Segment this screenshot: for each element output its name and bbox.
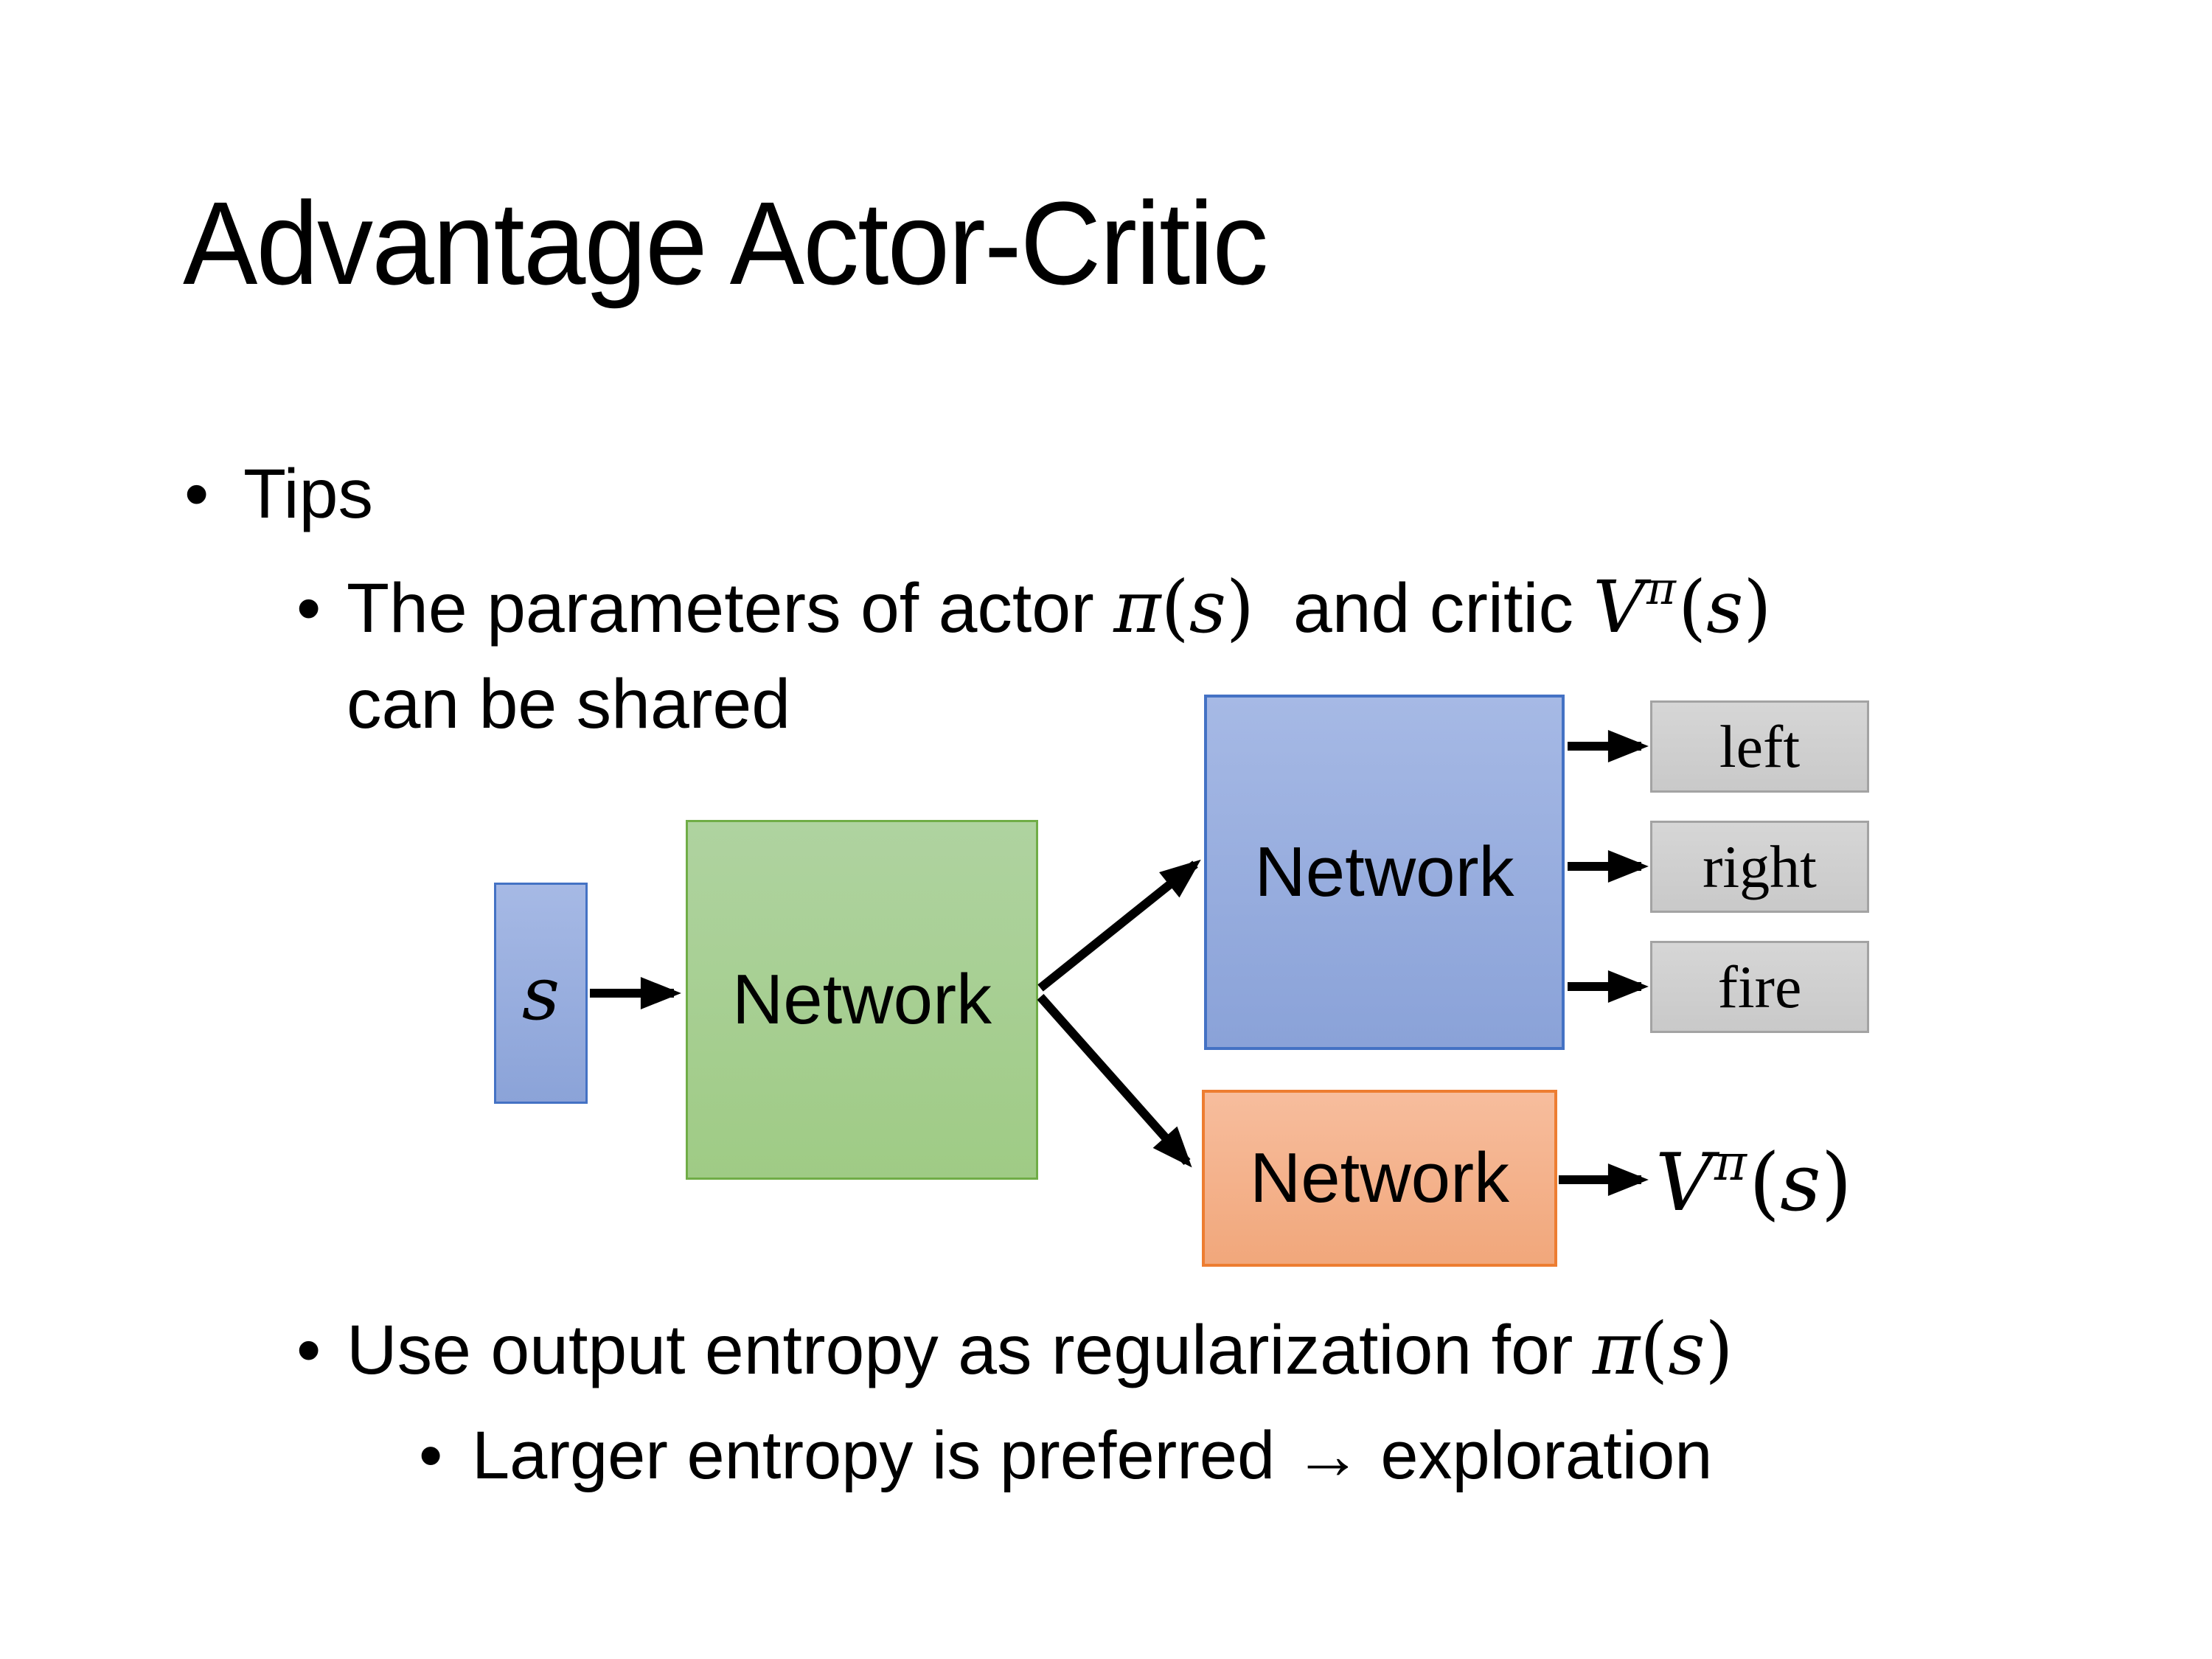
action-label-right: right: [1703, 832, 1817, 900]
bullet-dot: •: [296, 569, 321, 647]
arrow-shared-to-actor: [1037, 859, 1201, 992]
bullet-dot: •: [419, 1418, 443, 1493]
entropy-text-pre: Use output entropy as regularization for: [347, 1311, 1593, 1389]
math-pi-of-s: π(s): [1113, 566, 1255, 650]
shared-network-label: Network: [731, 960, 992, 1039]
exploration-text: Larger entropy is preferred → exploratio…: [472, 1418, 1713, 1493]
bullet-line-exploration: • Larger entropy is preferred → explorat…: [419, 1422, 1712, 1489]
slide-title: Advantage Actor-Critic: [183, 177, 1268, 309]
action-box-fire: fire: [1650, 941, 1869, 1033]
bullet-dot: •: [184, 455, 209, 533]
actor-network-label: Network: [1254, 832, 1514, 911]
action-label-left: left: [1719, 712, 1801, 780]
shared-network-box: Network: [686, 820, 1038, 1180]
action-label-fire: fire: [1717, 953, 1802, 1020]
bullet-line-shared-params: • The parameters of actor π(s) and criti…: [296, 563, 1772, 650]
action-box-left: left: [1650, 700, 1869, 793]
bullet-line-tips: • Tips: [184, 459, 373, 529]
action-box-right: right: [1650, 821, 1869, 913]
arrow-shared-to-critic: [1037, 994, 1192, 1168]
critic-output-label: Vπ(s): [1655, 1133, 1852, 1229]
critic-network-box: Network: [1202, 1090, 1557, 1267]
shared-params-text-pre: The parameters of actor: [347, 569, 1114, 647]
bullet-dot: •: [296, 1311, 321, 1389]
math-v-pi-of-s: Vπ(s): [1593, 563, 1772, 650]
state-input-box: s: [494, 883, 588, 1104]
critic-network-label: Network: [1249, 1138, 1510, 1217]
shared-params-text-line2: can be shared: [347, 665, 791, 743]
shared-params-text-mid: and critic: [1254, 569, 1593, 647]
tips-label: Tips: [243, 455, 373, 533]
math-pi-of-s: π(s): [1592, 1307, 1733, 1391]
bullet-line-entropy: • Use output entropy as regularization f…: [296, 1307, 1733, 1391]
state-label: s: [521, 950, 560, 1037]
actor-network-box: Network: [1204, 695, 1565, 1050]
